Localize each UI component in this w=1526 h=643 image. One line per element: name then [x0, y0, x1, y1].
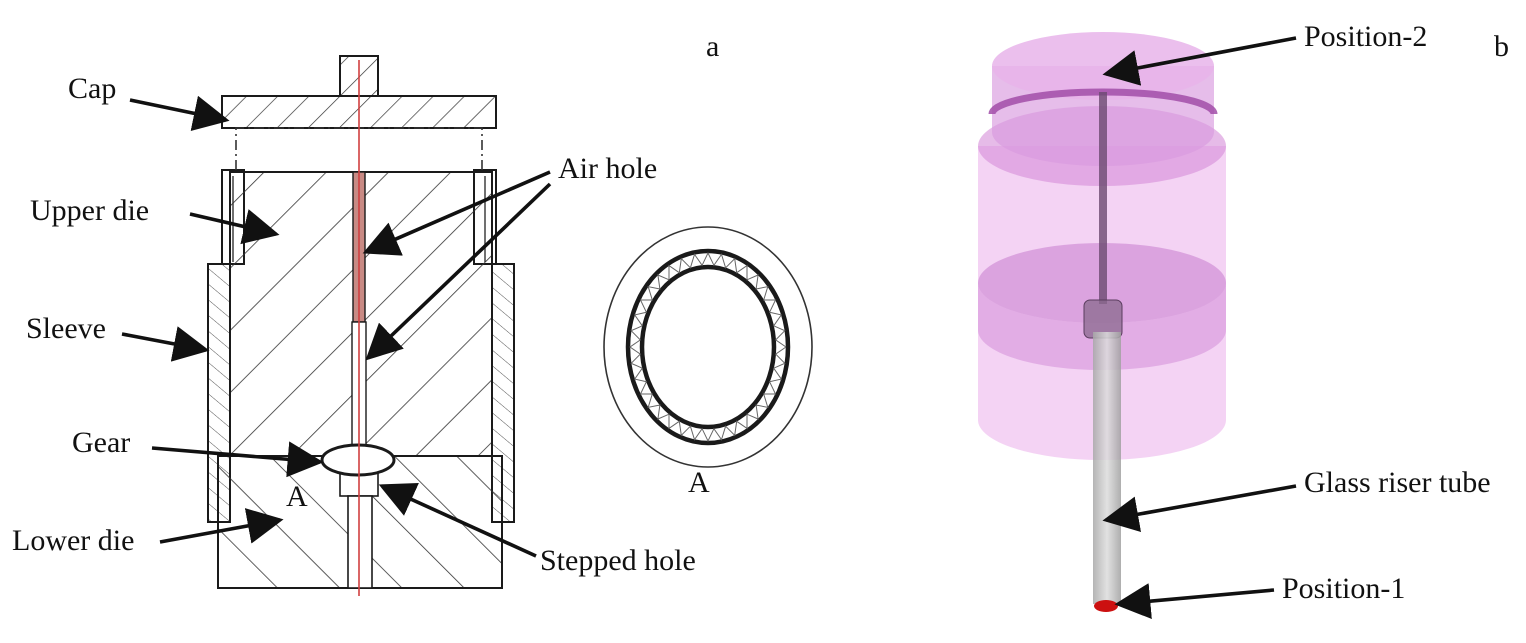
stepped-hole-lower: [347, 495, 373, 589]
ring-teeth-zigzag: [629, 251, 787, 443]
sleeve-label: Sleeve: [26, 312, 106, 345]
detail-a-ring: [603, 226, 813, 468]
gear-label: Gear: [72, 426, 130, 459]
sleeve-arrow: [121, 326, 210, 362]
inner-stem: [1099, 92, 1107, 304]
panel-b-3d-view: [978, 32, 1226, 612]
panel-a-letter: a: [706, 30, 719, 63]
ring-outer: [603, 226, 813, 468]
panel-a-cross-section: [207, 55, 515, 596]
lower-die-arrow: [159, 508, 284, 544]
stepped-hole-label: Stepped hole: [540, 544, 696, 577]
upper-die-arrow: [189, 209, 280, 245]
ring-gear-band: [625, 248, 791, 446]
position-2-arrow: [1102, 36, 1297, 86]
cap-label: Cap: [68, 72, 116, 105]
glass-riser-tube-arrow: [1102, 484, 1297, 533]
gear-ellipse: [320, 443, 396, 477]
air-hole-label: Air hole: [558, 152, 657, 185]
position-1-arrow: [1114, 583, 1275, 620]
ring-inner: [639, 264, 777, 430]
glass-riser-tube-label: Glass riser tube: [1304, 466, 1491, 499]
glass-riser-tube: [1093, 332, 1121, 604]
position-1-label: Position-1: [1282, 572, 1405, 605]
stepped-hole-arrow: [378, 483, 537, 558]
detail-a-label: A: [688, 466, 710, 499]
air-hole-arrow-2: [365, 182, 552, 361]
upper-die-label: Upper die: [30, 194, 149, 227]
ring-teeth: [629, 251, 787, 443]
cap-arrow: [129, 95, 230, 132]
section-marker-label: A: [286, 480, 308, 513]
air-hole-arrow-1: [362, 170, 551, 256]
lower-die-label: Lower die: [12, 524, 134, 557]
leader-arrows: [121, 36, 1297, 620]
gear-arrow: [151, 441, 324, 478]
panel-b-letter: b: [1494, 30, 1509, 63]
position-1-marker: [1094, 600, 1118, 612]
position-2-label: Position-2: [1304, 20, 1427, 53]
